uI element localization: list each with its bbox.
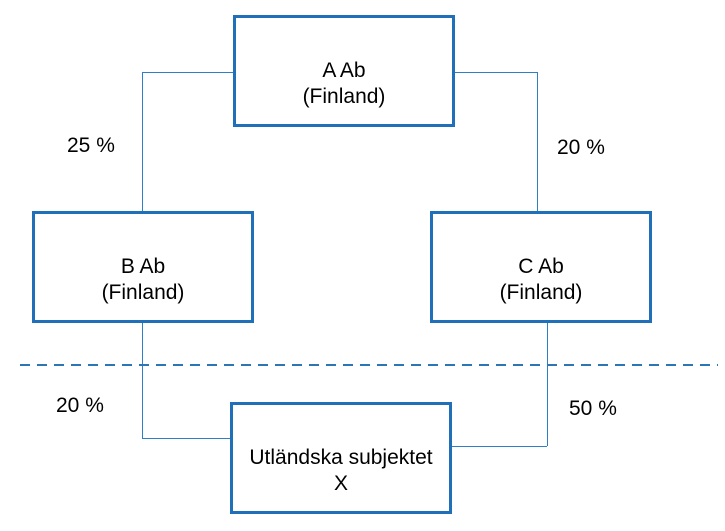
ownership-label-a-b: 25 % xyxy=(67,134,115,157)
node-b-country: (Finland) xyxy=(101,281,185,304)
connector-a-to-c-vertical xyxy=(537,72,538,211)
ownership-label-x-c: 50 % xyxy=(569,397,617,420)
connector-a-to-b-vertical xyxy=(142,72,143,211)
connector-a-to-b-horizontal xyxy=(142,72,233,73)
node-c-ab: C Ab (Finland) xyxy=(430,211,652,323)
ownership-label-a-c: 20 % xyxy=(557,136,605,159)
connector-b-to-x-horizontal xyxy=(142,438,230,439)
node-x-name: Utländska subjektet xyxy=(249,446,433,469)
node-b-ab: B Ab (Finland) xyxy=(32,211,254,323)
node-foreign-subject-x: Utländska subjektet X xyxy=(230,402,452,514)
node-a-ab: A Ab (Finland) xyxy=(233,15,455,127)
connector-b-to-x-vertical xyxy=(142,322,143,438)
ownership-label-x-b: 20 % xyxy=(56,394,104,417)
node-a-country: (Finland) xyxy=(302,85,386,108)
node-a-name: A Ab xyxy=(322,59,366,82)
node-c-name: C Ab xyxy=(518,255,564,278)
node-b-name: B Ab xyxy=(120,255,166,278)
country-border-dashed-line xyxy=(20,364,718,366)
connector-a-to-c-horizontal xyxy=(455,72,537,73)
connector-c-to-x-horizontal xyxy=(452,446,547,447)
connector-c-to-x-vertical xyxy=(547,322,548,446)
node-x-letter: X xyxy=(333,472,348,495)
node-c-country: (Finland) xyxy=(499,281,583,304)
